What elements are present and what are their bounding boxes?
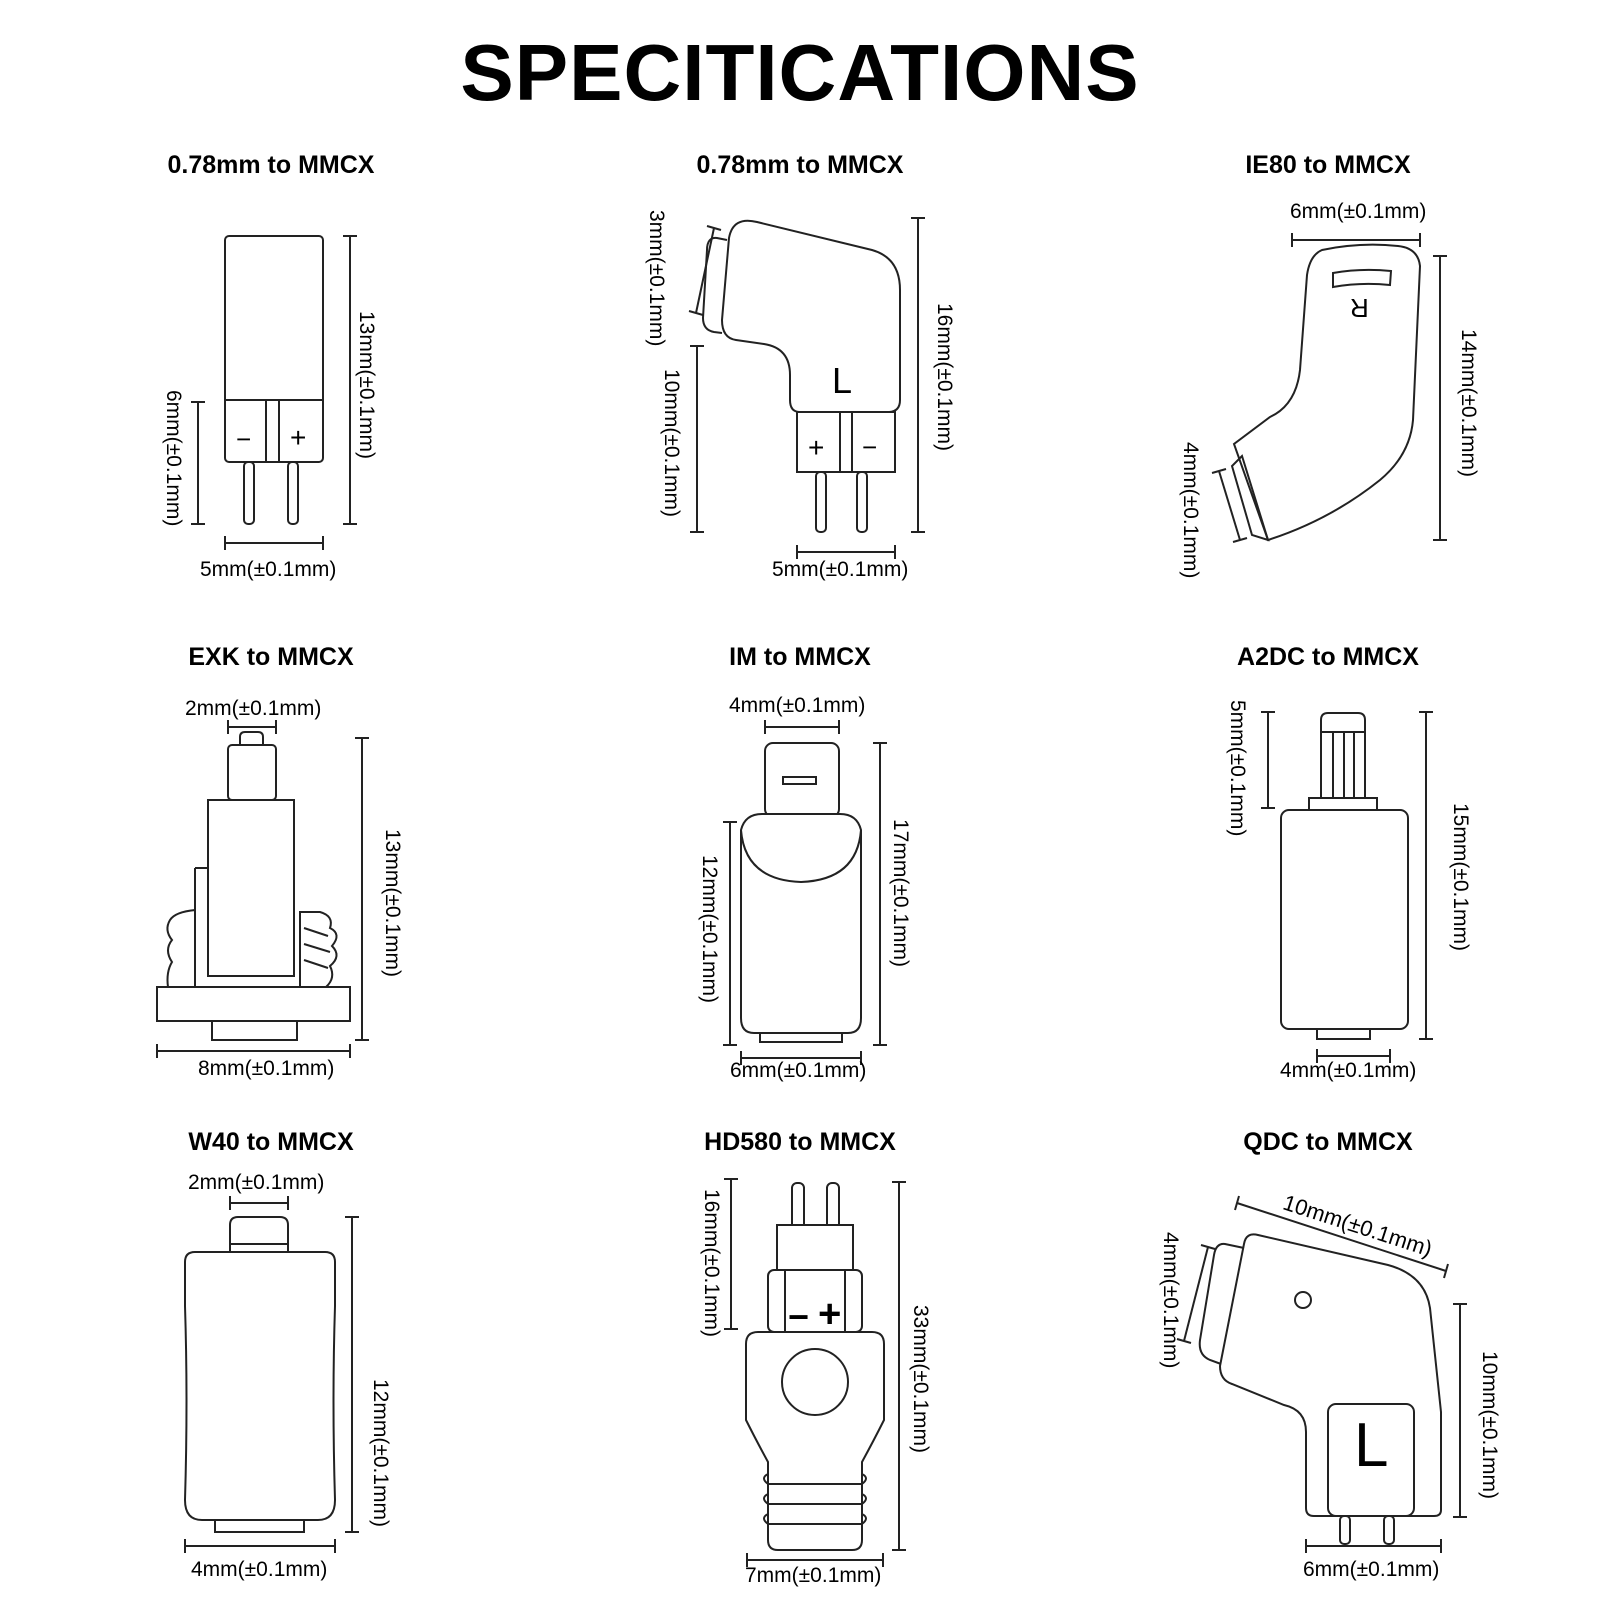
panel-title-078-angled: 0.78mm to MMCX bbox=[696, 151, 904, 179]
panel-title-im: IM to MMCX bbox=[729, 643, 871, 671]
dim-label-height: 14mm(±0.1mm) bbox=[1457, 329, 1480, 478]
side-marker-L: L bbox=[832, 360, 853, 401]
dim-label-height: 15mm(±0.1mm) bbox=[1449, 803, 1472, 952]
polarity-minus: − bbox=[788, 1296, 810, 1337]
dim-label-pin-width: 2mm(±0.1mm) bbox=[185, 697, 322, 720]
dim-label-width: 6mm(±0.1mm) bbox=[730, 1059, 867, 1082]
dim-label-height: 17mm(±0.1mm) bbox=[889, 819, 912, 968]
panel-title-hd580: HD580 to MMCX bbox=[704, 1128, 896, 1156]
dim-label-height: 12mm(±0.1mm) bbox=[369, 1379, 392, 1528]
connector-drawing-078-straight bbox=[191, 235, 357, 550]
dim-label-pin-length: 5mm(±0.1mm) bbox=[1226, 700, 1249, 837]
dim-label-pin-length: 6mm(±0.1mm) bbox=[162, 390, 185, 527]
side-marker-R: R bbox=[1350, 293, 1369, 323]
dim-label-height: 13mm(±0.1mm) bbox=[381, 829, 404, 978]
connector-drawing-ie80 bbox=[1211, 233, 1447, 543]
polarity-minus: − bbox=[236, 424, 252, 454]
dim-label-pin-length: 10mm(±0.1mm) bbox=[660, 369, 683, 518]
dim-label-width: 4mm(±0.1mm) bbox=[1280, 1059, 1417, 1082]
dim-label-width: 5mm(±0.1mm) bbox=[200, 558, 337, 581]
dim-label-pin-length: 16mm(±0.1mm) bbox=[700, 1189, 723, 1338]
dim-label-jack: 4mm(±0.1mm) bbox=[1159, 1232, 1182, 1369]
panel-title-ie80: IE80 to MMCX bbox=[1245, 151, 1411, 179]
dim-label-height: 16mm(±0.1mm) bbox=[933, 303, 956, 452]
dim-label-width: 6mm(±0.1mm) bbox=[1303, 1558, 1440, 1581]
dim-label-height: 10mm(±0.1mm) bbox=[1478, 1351, 1501, 1500]
dim-label-height: 13mm(±0.1mm) bbox=[355, 311, 378, 460]
connector-drawing-a2dc bbox=[1261, 711, 1433, 1063]
connector-drawing-qdc bbox=[1176, 1195, 1467, 1553]
dim-label-body-height: 12mm(±0.1mm) bbox=[698, 855, 721, 1004]
dim-label-jack: 4mm(±0.1mm) bbox=[1179, 442, 1202, 579]
dim-label-height: 33mm(±0.1mm) bbox=[909, 1305, 932, 1454]
connector-drawing-im bbox=[723, 720, 887, 1065]
dim-label-jack: 3mm(±0.1mm) bbox=[645, 210, 668, 347]
page-title: SPECITICATIONS bbox=[460, 28, 1140, 117]
polarity-plus: + bbox=[290, 422, 307, 453]
side-marker-L: L bbox=[1354, 1411, 1389, 1480]
dim-label-pin-width: 4mm(±0.1mm) bbox=[729, 694, 866, 717]
panel-title-w40: W40 to MMCX bbox=[188, 1128, 354, 1156]
dim-label-pin-width: 2mm(±0.1mm) bbox=[188, 1171, 325, 1194]
dim-label-base-width: 8mm(±0.1mm) bbox=[198, 1057, 335, 1080]
polarity-plus: + bbox=[818, 1292, 842, 1336]
dim-label-width: 6mm(±0.1mm) bbox=[1290, 200, 1427, 223]
polarity-plus: + bbox=[808, 432, 825, 463]
panel-title-qdc: QDC to MMCX bbox=[1243, 1128, 1413, 1156]
connector-drawing-hd580 bbox=[724, 1178, 906, 1567]
connector-drawing-exk bbox=[156, 720, 369, 1058]
panel-title-078-straight: 0.78mm to MMCX bbox=[167, 151, 375, 179]
connector-drawing-078-angled bbox=[688, 217, 925, 559]
panel-title-exk: EXK to MMCX bbox=[188, 643, 354, 671]
dim-label-width: 7mm(±0.1mm) bbox=[745, 1564, 882, 1587]
connector-drawing-w40 bbox=[183, 1196, 359, 1553]
polarity-minus: − bbox=[862, 432, 878, 462]
dim-label-width: 5mm(±0.1mm) bbox=[772, 558, 909, 581]
panel-title-a2dc: A2DC to MMCX bbox=[1237, 643, 1419, 671]
dim-label-width: 4mm(±0.1mm) bbox=[191, 1558, 328, 1581]
